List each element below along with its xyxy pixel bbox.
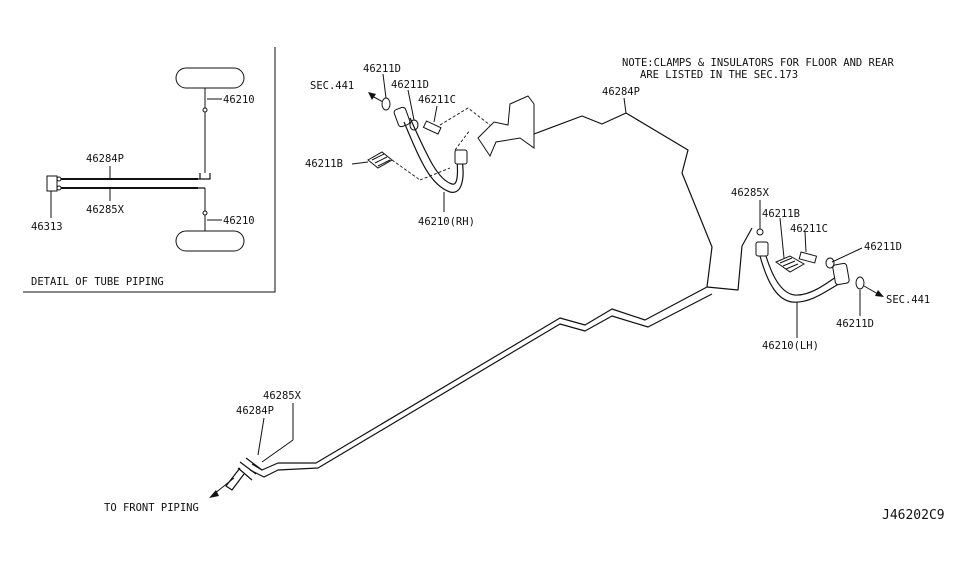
lh-label-46285x: 46285X bbox=[731, 187, 770, 199]
lh-label-46211c: 46211C bbox=[790, 223, 828, 235]
front-label-46285x: 46285X bbox=[263, 390, 302, 402]
rh-assembly: SEC.441 46211D 46211D 46211C 46211B 4621… bbox=[305, 63, 535, 228]
detail-label-46284p: 46284P bbox=[86, 153, 124, 165]
lh-sec-ref: SEC.441 bbox=[886, 294, 930, 306]
rh-washer-outer bbox=[381, 97, 391, 111]
wheel-upper bbox=[175, 67, 245, 89]
rh-hose bbox=[403, 121, 464, 193]
diagram-id: J46202C9 bbox=[882, 508, 945, 523]
lh-label-46211d-top: 46211D bbox=[864, 241, 902, 253]
front-label-to-front-piping: TO FRONT PIPING bbox=[104, 502, 199, 514]
detail-box: 46210 46284P 46285X 46210 46313 DETAIL O… bbox=[23, 47, 276, 293]
rh-sec-ref: SEC.441 bbox=[310, 80, 354, 92]
main-label-46284p: 46284P bbox=[602, 86, 640, 98]
rh-label-46210rh: 46210(RH) bbox=[418, 216, 475, 228]
detail-label-46210-lower: 46210 bbox=[223, 215, 255, 227]
wheel-lower bbox=[175, 230, 245, 252]
lh-washer-bottom bbox=[855, 276, 865, 290]
connector-46313 bbox=[46, 175, 58, 192]
lh-bolt bbox=[798, 251, 818, 264]
main-tube: 46284P 46285X 46284P TO FRONT PIPING bbox=[104, 86, 753, 514]
front-label-46284p: 46284P bbox=[236, 405, 274, 417]
note-line-2: ARE LISTED IN THE SEC.173 bbox=[640, 69, 798, 81]
rh-label-46211c: 46211C bbox=[418, 94, 456, 106]
detail-caption: DETAIL OF TUBE PIPING bbox=[31, 276, 164, 288]
lh-washer-top bbox=[825, 257, 835, 269]
rh-bracket bbox=[477, 95, 535, 158]
lh-label-46211b: 46211B bbox=[762, 208, 800, 220]
lh-hose bbox=[759, 255, 843, 303]
rh-bolt bbox=[422, 120, 442, 135]
rh-label-46211b: 46211B bbox=[305, 158, 343, 170]
rh-label-46211d-inner: 46211D bbox=[391, 79, 429, 91]
detail-label-46313: 46313 bbox=[31, 221, 63, 233]
note-line-1: NOTE:CLAMPS & INSULATORS FOR FLOOR AND R… bbox=[622, 57, 895, 69]
detail-label-46210-upper: 46210 bbox=[223, 94, 255, 106]
lh-assembly: 46285X 46211B 46211C 46211D SEC.441 4621… bbox=[731, 187, 930, 352]
lh-label-46210lh: 46210(LH) bbox=[762, 340, 819, 352]
lh-label-46211d-bottom: 46211D bbox=[836, 318, 874, 330]
lh-clip bbox=[774, 255, 806, 273]
detail-label-46285x: 46285X bbox=[86, 204, 125, 216]
rh-label-46211d-outer: 46211D bbox=[363, 63, 401, 75]
